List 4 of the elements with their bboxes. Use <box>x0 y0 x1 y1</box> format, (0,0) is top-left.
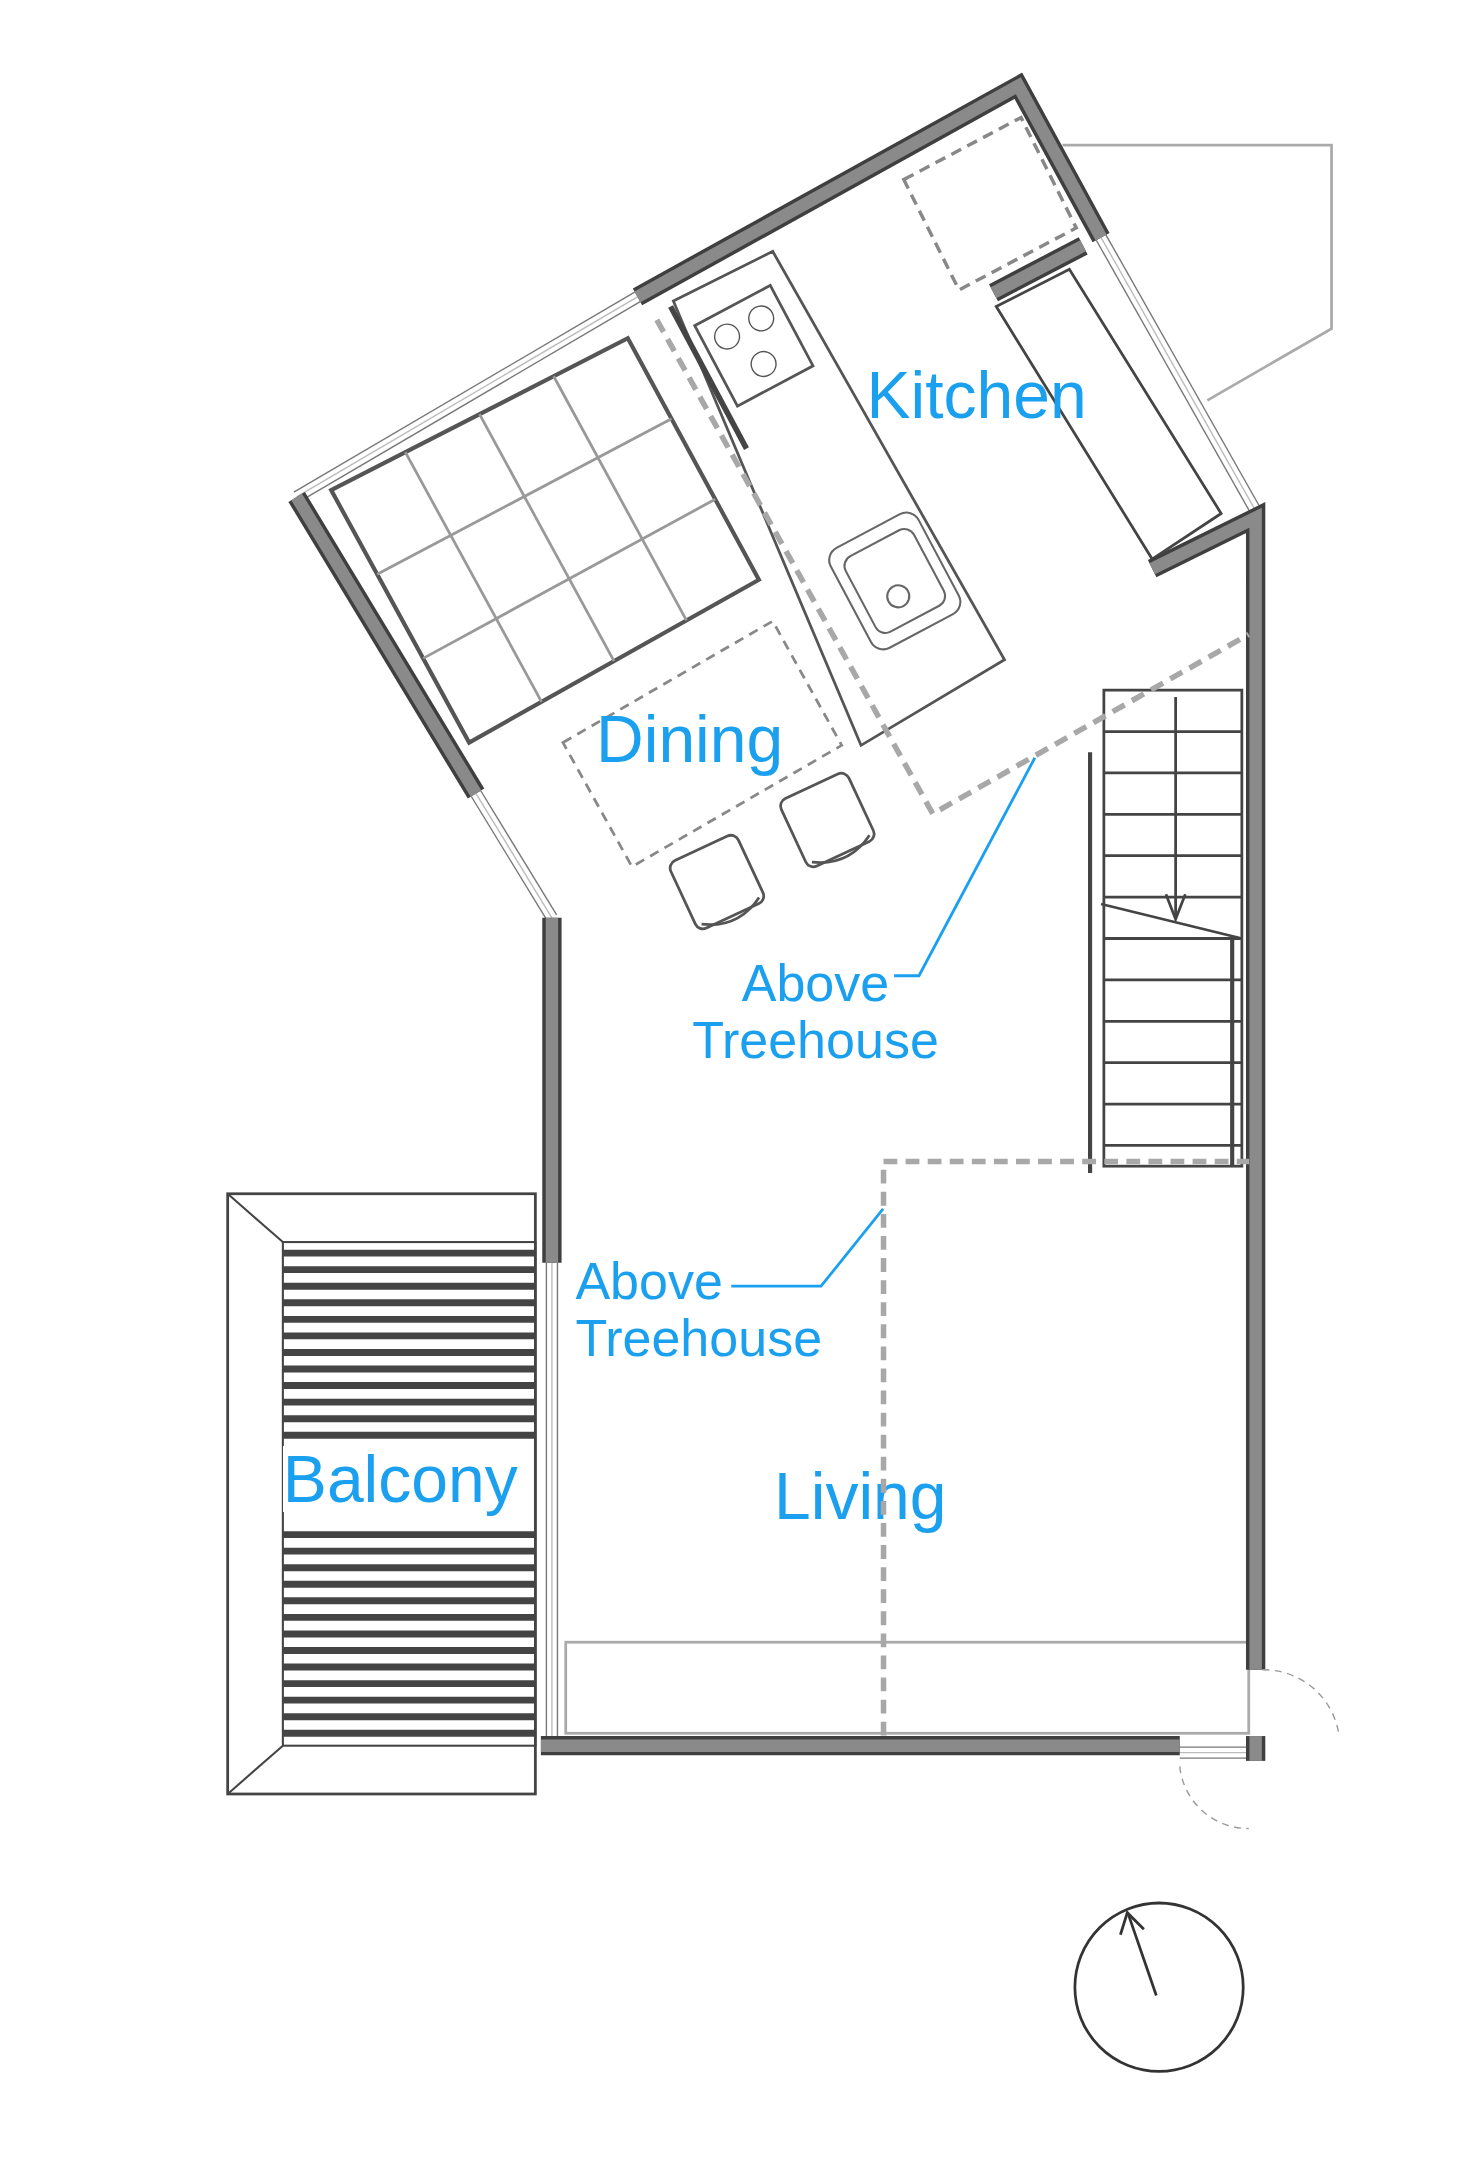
leader-line <box>731 1208 885 1288</box>
callout-label: Above Treehouse <box>575 1252 846 1378</box>
callout-label: Above Treehouse <box>680 954 951 1079</box>
leader-line <box>894 757 1037 978</box>
